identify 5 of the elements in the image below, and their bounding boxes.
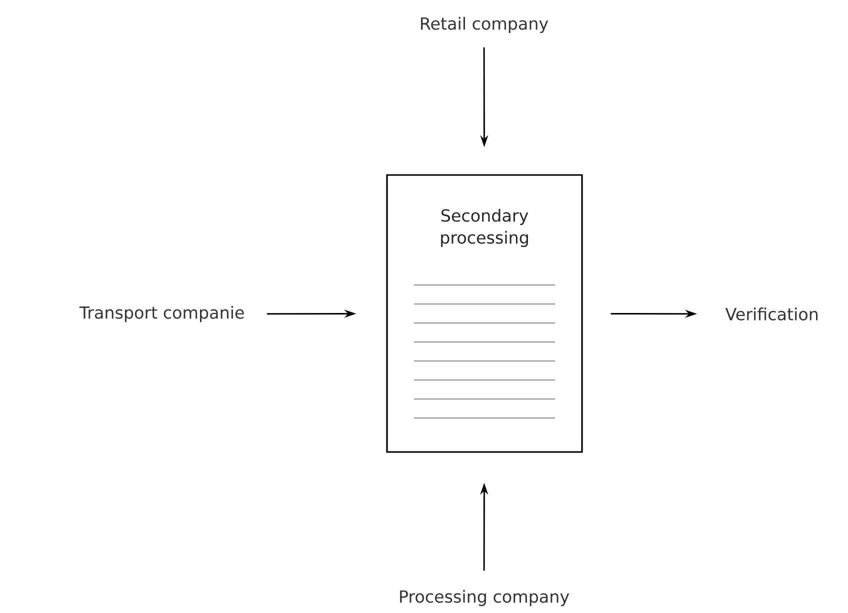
label-text: Transport companie [79,306,244,322]
label-text: Processing company [400,590,570,606]
label-text: Retail company [421,16,548,34]
document-box: Secondary processing [386,174,583,453]
label-text: Verification [725,308,818,320]
